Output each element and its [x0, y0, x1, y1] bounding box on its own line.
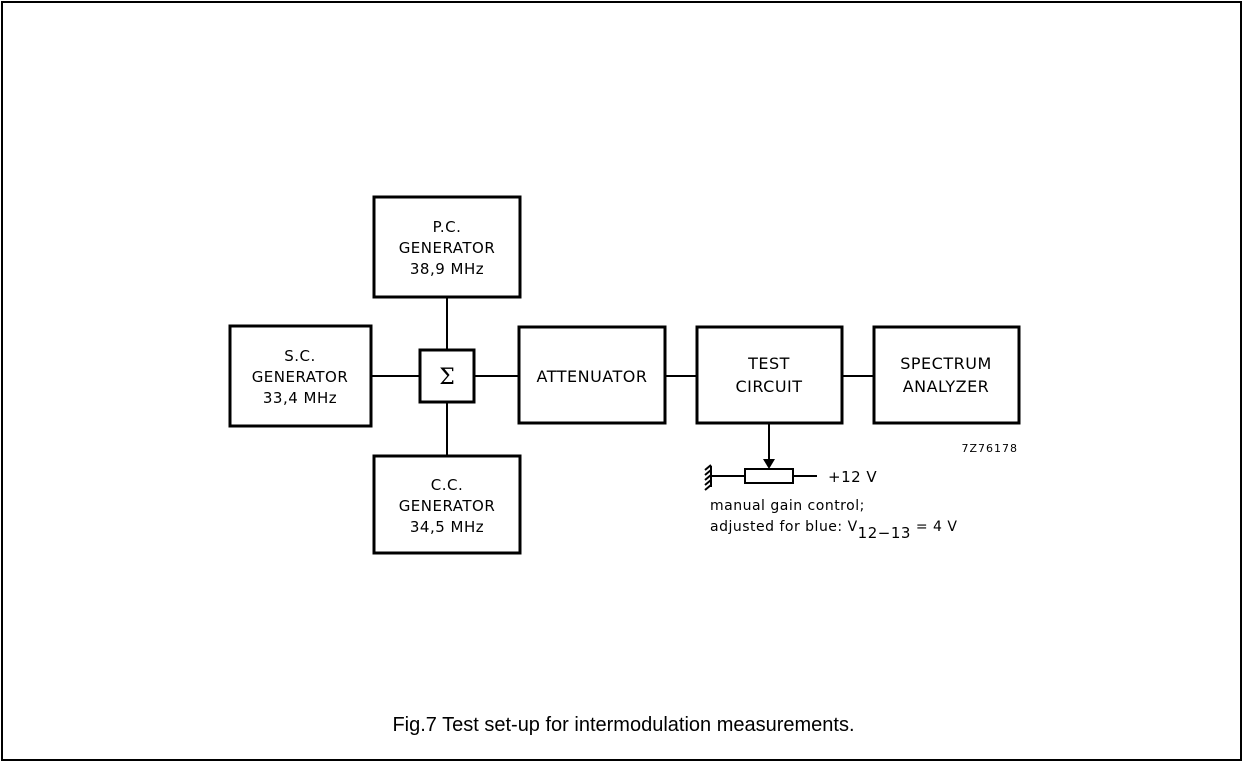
test-circuit-label-1: TEST [747, 354, 790, 373]
pc-generator-block [372, 195, 522, 299]
spectrum-analyzer-label-1: SPECTRUM [900, 354, 992, 373]
pc-generator-label-3: 38,9 MHz [410, 260, 484, 278]
cc-generator-label-3: 34,5 MHz [410, 518, 484, 536]
attenuator-block [517, 325, 667, 425]
supply-voltage: +12 V [828, 468, 877, 486]
summation-block [418, 348, 476, 404]
note-line-2-subscript: 12−13 [858, 524, 911, 542]
sc-generator-label-3: 33,4 MHz [263, 389, 337, 407]
sc-generator-block [228, 324, 373, 428]
sc-generator-label-1: S.C. [284, 347, 316, 365]
ground-symbol [704, 464, 712, 491]
cc-generator-block [372, 454, 522, 555]
note-line-1: manual gain control; [710, 498, 865, 514]
attenuator-label: ATTENUATOR [537, 367, 648, 386]
spectrum-analyzer-block [872, 325, 1021, 425]
note-line-2: adjusted for blue: V12−13 = 4 V [710, 519, 958, 542]
spectrum-analyzer-label-2: ANALYZER [903, 377, 990, 396]
sigma-symbol: Σ [439, 365, 455, 390]
note-line-2-suffix: = 4 V [911, 519, 958, 535]
pc-generator-label-2: GENERATOR [399, 239, 496, 257]
figure-caption: Fig.7 Test set-up for intermodulation me… [392, 714, 855, 736]
drawing-code: 7Z76178 [961, 442, 1018, 455]
test-circuit-block [695, 325, 844, 425]
test-circuit-label-2: CIRCUIT [735, 377, 802, 396]
sc-generator-label-2: GENERATOR [252, 368, 349, 386]
cc-generator-label-1: C.C. [431, 476, 463, 494]
potentiometer [744, 468, 794, 484]
pc-generator-label-1: P.C. [433, 218, 462, 236]
cc-generator-label-2: GENERATOR [399, 497, 496, 515]
note-line-2-prefix: adjusted for blue: V [710, 519, 858, 535]
arrowhead [763, 459, 775, 469]
